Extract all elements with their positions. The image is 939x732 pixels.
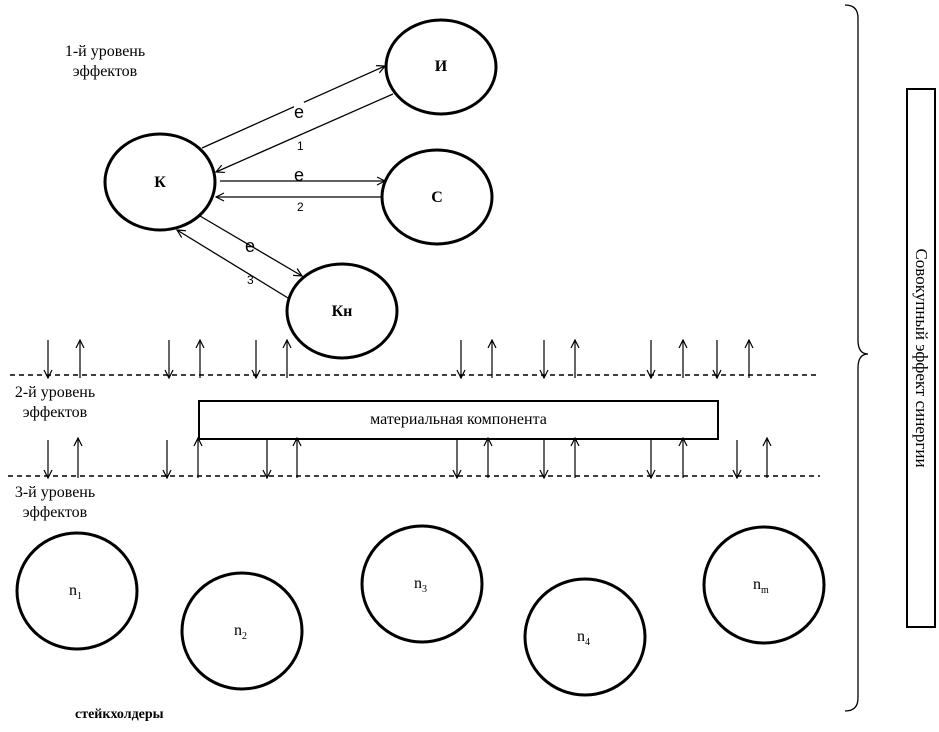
stakeholder-circle xyxy=(15,531,139,651)
edge-label-e2: e xyxy=(294,165,305,185)
stakeholder-n3: n3 xyxy=(414,575,427,596)
node-s-label: С xyxy=(431,189,443,206)
edge-index-2: 2 xyxy=(297,200,304,214)
edge-index-3: 3 xyxy=(247,273,254,287)
right-brace xyxy=(844,4,869,712)
stakeholder-nm: nm xyxy=(753,576,769,597)
node-i-label: И xyxy=(434,58,448,75)
total-effect-label: Совокупный эффект синергии xyxy=(912,248,931,468)
material-component-label: материальная компонента xyxy=(370,411,547,428)
material-component-box: материальная компонента xyxy=(198,400,719,440)
edge-index-1: 1 xyxy=(297,139,304,153)
stakeholder-circle xyxy=(702,525,826,645)
node-k-circle xyxy=(103,132,217,232)
stakeholder-circle xyxy=(360,524,484,644)
edge-label-e3: e xyxy=(245,236,256,256)
stakeholder-circle xyxy=(523,577,647,697)
node-k-label: К xyxy=(154,174,166,191)
edge-label-e1: e xyxy=(294,102,305,122)
stakeholders-label: стейкхолдеры xyxy=(75,707,164,722)
node-kn-circle xyxy=(285,262,399,360)
stakeholder-n2: n2 xyxy=(234,622,247,643)
total-effect-box: Совокупный эффект синергии xyxy=(906,88,936,628)
stakeholder-n4: n4 xyxy=(577,628,590,649)
node-kn-label: Кн xyxy=(331,303,353,320)
stakeholder-circle xyxy=(180,571,304,691)
stakeholder-n1: n1 xyxy=(69,582,82,603)
